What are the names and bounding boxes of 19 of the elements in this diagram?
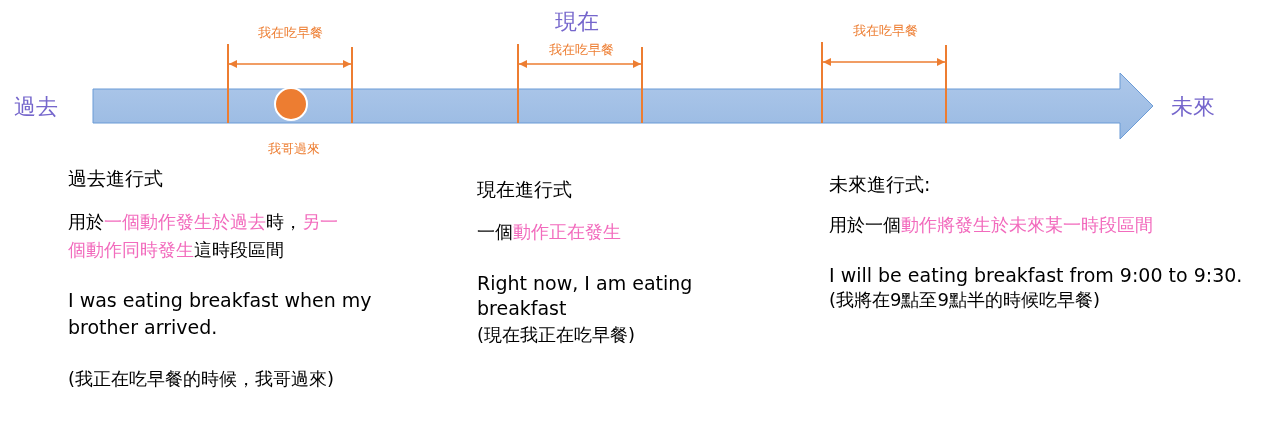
- section-heading: 未來進行式:: [829, 172, 932, 197]
- translation-text: (我將在9點至9點半的時候吃早餐): [829, 288, 1101, 312]
- example-sentence: Right now, I am eating breakfast: [477, 271, 694, 321]
- interval-label: 我在吃早餐: [256, 25, 324, 41]
- translation-text: (現在我正在吃早餐): [477, 323, 637, 347]
- example-sentence: I will be eating breakfast from 9:00 to 9:30.: [829, 263, 1244, 288]
- definition-text: 用於一個動作發生於過去時，另一個動作同時發生這時段區間: [68, 210, 338, 262]
- section-heading: 過去進行式: [68, 166, 164, 191]
- translation-text: (我正在吃早餐的時候，我哥過來): [68, 367, 336, 391]
- time-label: 未來: [1171, 93, 1216, 121]
- interval-label: 我在吃早餐: [547, 42, 615, 58]
- section-heading: 現在進行式: [477, 177, 573, 202]
- time-label: 過去: [14, 93, 59, 121]
- time-label: 現在: [554, 8, 600, 36]
- example-sentence: I was eating breakfast when my brother arrived.: [68, 288, 373, 340]
- event-label: 我哥過來: [267, 141, 321, 157]
- definition-text: 一個動作正在發生: [477, 220, 622, 244]
- definition-text: 用於一個動作將發生於未來某一時段區間: [829, 213, 1154, 237]
- interval-label: 我在吃早餐: [851, 23, 919, 39]
